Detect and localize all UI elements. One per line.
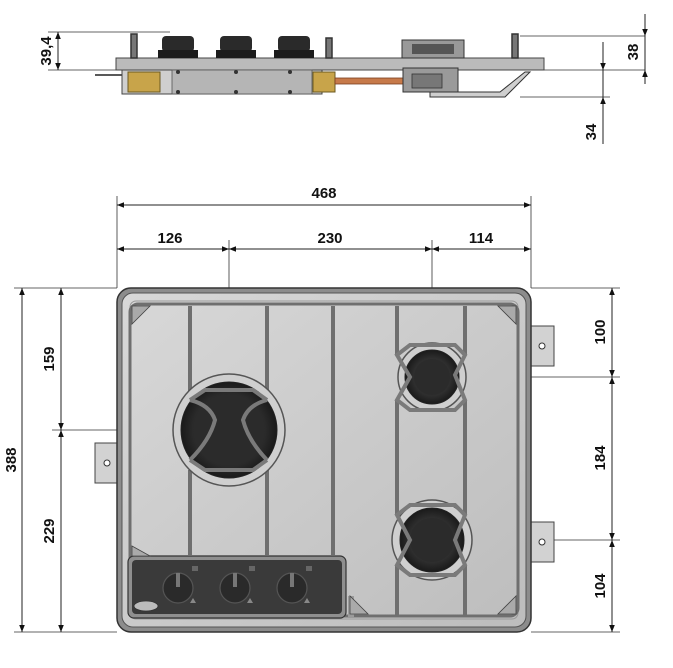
dim-top-to-big-burner: 159 (41, 346, 58, 371)
dim-side-height-top: 39,4 (38, 36, 55, 66)
brass-fitting (127, 71, 161, 93)
knob[interactable] (276, 566, 312, 604)
dim-side-height-right: 38 (625, 44, 642, 61)
knob[interactable] (219, 566, 255, 604)
knob[interactable] (162, 566, 198, 604)
brass-fitting (312, 71, 336, 93)
cooktop-slab (115, 57, 545, 71)
dim-top-to-small-burner: 100 (592, 319, 609, 344)
side-knobs (158, 36, 314, 58)
mount-bracket (429, 71, 532, 98)
dim-big-burner-to-bottom: 229 (41, 518, 58, 543)
large-burner (172, 373, 286, 487)
top-view: 468 126 230 114 388 159 229 100 184 104 (3, 185, 620, 633)
brand-logo (133, 600, 159, 612)
dim-left-to-burner: 126 (157, 230, 182, 247)
small-burner-bottom (391, 499, 473, 581)
side-view: 39,4 38 34 (38, 14, 648, 144)
dim-side-depth-below: 34 (583, 123, 600, 140)
dim-right-to-burner: 114 (469, 230, 494, 247)
dim-small-burner-spacing: 184 (592, 445, 609, 471)
dim-burner-spacing: 230 (317, 230, 342, 247)
dim-overall-width: 468 (311, 185, 336, 202)
copper-pipe (334, 77, 411, 85)
dim-overall-depth: 388 (3, 447, 20, 472)
small-burner-top (394, 342, 468, 412)
dim-small-burner-to-bottom: 104 (592, 573, 609, 599)
pan-grate (128, 302, 520, 618)
